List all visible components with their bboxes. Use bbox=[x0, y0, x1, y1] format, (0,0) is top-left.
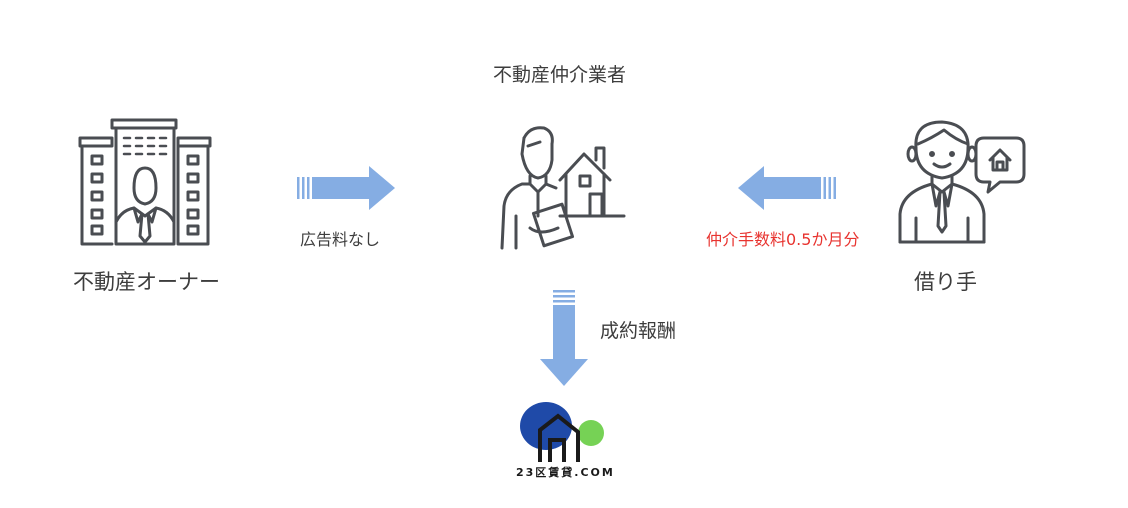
brokerage-fee-label: 仲介手数料0.5か月分 bbox=[706, 230, 860, 249]
arrow-down-icon bbox=[540, 290, 588, 386]
arrow-left-icon bbox=[738, 166, 836, 210]
owner-label: 不動産オーナー bbox=[73, 270, 220, 294]
success-fee-label: 成約報酬 bbox=[600, 320, 677, 342]
building-owner-icon bbox=[78, 118, 212, 246]
broker-with-house-icon bbox=[500, 124, 628, 252]
broker-label: 不動産仲介業者 bbox=[493, 64, 627, 86]
arrow-right-icon bbox=[297, 166, 395, 210]
house-logo-icon bbox=[516, 400, 608, 466]
site-logo-text: 23区賃貸.COM bbox=[516, 466, 615, 479]
tenant-label: 借り手 bbox=[914, 270, 977, 294]
tenant-with-house-bubble-icon bbox=[896, 118, 1028, 246]
no-ad-fee-label: 広告料なし bbox=[300, 230, 381, 249]
